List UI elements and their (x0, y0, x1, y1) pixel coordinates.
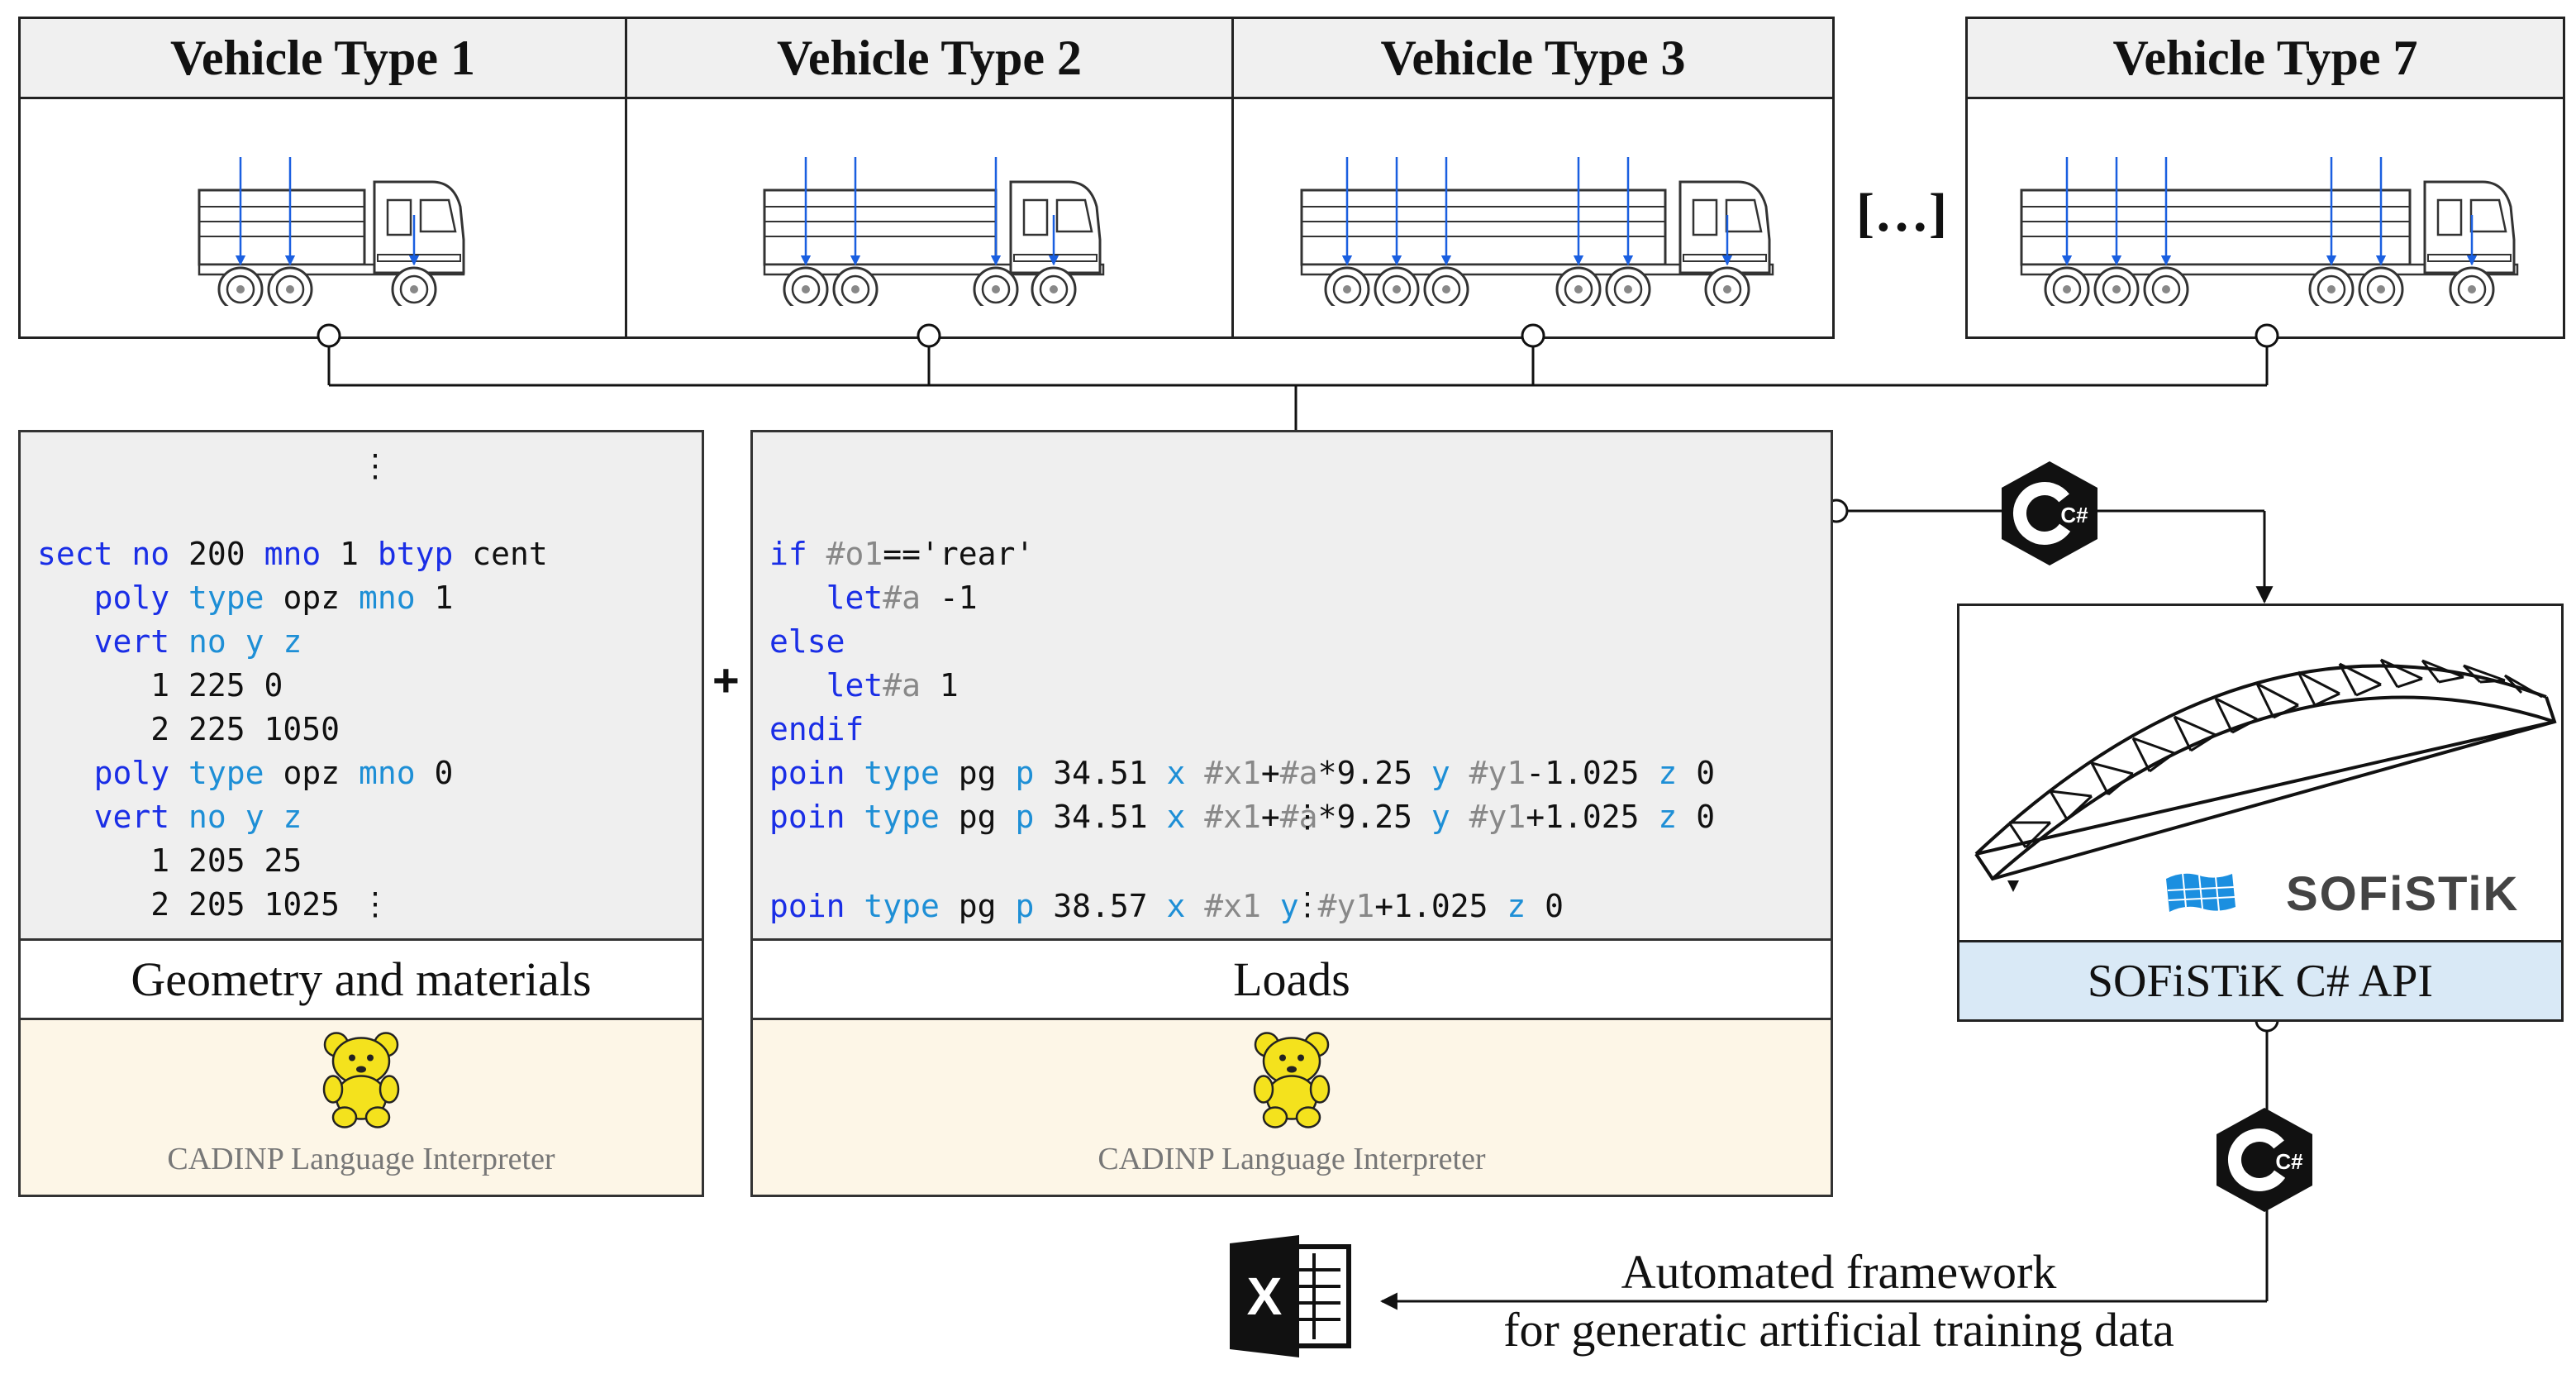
truck-icon (2020, 157, 2519, 306)
svg-text:C#: C# (2275, 1149, 2303, 1174)
loads-code-last: poin type pg p 38.57 x #x1 y #y1+1.025 z… (769, 841, 1564, 1016)
code-line: sect no 200 mno 1 btyp cent (37, 536, 548, 572)
csharp-badge-top: C# (1998, 460, 2101, 567)
vehicle-type-3-box: Vehicle Type 3 (1231, 17, 1835, 339)
code-line: poin type pg p 34.51 x #x1+#a*9.25 y #y1… (769, 755, 1716, 791)
vertical-ellipsis: ⋮ (359, 885, 391, 922)
vehicle-type-1-title: Vehicle Type 1 (21, 19, 625, 99)
code-line: 1 205 25 (150, 842, 302, 879)
loads-panel: if #o1=='rear' let#a -1 else let#a 1 endif… (750, 430, 1833, 1197)
vehicle-type-1-illustration (21, 99, 625, 339)
vertical-ellipsis: ⋮ (1292, 885, 1323, 922)
vertical-ellipsis: ⋮ (1292, 798, 1323, 834)
code-line: 2 205 1025 (150, 886, 340, 923)
more-vehicles-ellipsis: […] (1856, 183, 1947, 243)
geometry-interpreter: CADINP Language Interpreter (21, 1018, 702, 1195)
sofistik-api-panel: SOFiSTiK SOFiSTiK C# API (1957, 604, 2564, 1022)
code-line: poin type pg p 34.51 x #x1+#a*9.25 y #y1… (769, 799, 1716, 835)
code-line: 1 225 0 (150, 667, 283, 704)
code-line: endif (769, 711, 864, 747)
vehicle-type-2-illustration (627, 99, 1231, 339)
vertical-ellipsis: ⋮ (359, 447, 391, 484)
vehicle-type-1-box: Vehicle Type 1 (18, 17, 627, 339)
code-line: poly type opz mno 0 (93, 755, 454, 791)
api-caption: SOFiSTiK C# API (1959, 940, 2561, 1019)
framework-caption-line1: Automated framework (1621, 1245, 2057, 1299)
sofistik-logo-text: SOFiSTiK (2286, 867, 2519, 921)
geometry-code: sect no 200 mno 1 btyp cent poly type op… (37, 489, 548, 1014)
code-line: vert no y z (93, 623, 302, 660)
truck-icon (1300, 157, 1774, 306)
csharp-logo-icon: C# (2002, 461, 2097, 565)
loads-code: if #o1=='rear' let#a -1 else let#a 1 endif… (769, 489, 1715, 927)
geometry-panel: ⋮ sect no 200 mno 1 btyp cent poly type … (18, 430, 704, 1197)
code-line: let#a -1 (826, 580, 978, 616)
truck-icon (198, 157, 464, 306)
vehicle-type-2-box: Vehicle Type 2 (625, 17, 1234, 339)
truck-icon (763, 157, 1104, 306)
vehicle-type-3-illustration (1234, 99, 1832, 339)
code-line: let#a 1 (826, 667, 959, 704)
code-line: vert no y z (93, 799, 302, 835)
loads-caption: Loads (753, 938, 1831, 1018)
loads-interpreter: CADINP Language Interpreter (753, 1018, 1831, 1195)
code-line: if #o1=='rear' (769, 536, 1035, 572)
vehicle-type-3-title: Vehicle Type 3 (1234, 19, 1832, 99)
code-line: else (769, 623, 845, 660)
svg-text:X: X (1247, 1267, 1283, 1326)
code-line: poin type pg p 38.57 x #x1 y #y1+1.025 z… (769, 888, 1564, 924)
vehicle-type-2-title: Vehicle Type 2 (627, 19, 1231, 99)
csharp-badge-bottom: C# (2213, 1106, 2316, 1214)
vehicle-type-7-illustration (1968, 99, 2563, 339)
teddy-bear-icon (1253, 1032, 1331, 1128)
svg-text:C#: C# (2060, 503, 2088, 527)
framework-caption: Automated framework for generatic artifi… (1405, 1243, 2273, 1359)
bridge-truss-icon: SOFiSTiK (1974, 658, 2557, 921)
framework-caption-line2: for generatic artificial training data (1503, 1303, 2174, 1357)
teddy-bear-icon (322, 1032, 400, 1128)
plus-sign: + (712, 654, 740, 706)
code-line: 2 225 1050 (150, 711, 340, 747)
vehicle-type-7-box: Vehicle Type 7 (1965, 17, 2565, 339)
interpreter-label: CADINP Language Interpreter (167, 1142, 555, 1176)
code-line: poly type opz mno 1 (93, 580, 454, 616)
interpreter-label: CADINP Language Interpreter (1098, 1142, 1486, 1176)
geometry-caption: Geometry and materials (21, 938, 702, 1018)
csharp-logo-icon: C# (2217, 1108, 2312, 1212)
vehicle-type-7-title: Vehicle Type 7 (1968, 19, 2563, 99)
bridge-model-illustration: SOFiSTiK (1959, 606, 2561, 940)
excel-icon-wrap: X (1230, 1235, 1354, 1357)
sofistik-logo-icon (2166, 872, 2236, 912)
excel-icon: X (1230, 1235, 1351, 1357)
